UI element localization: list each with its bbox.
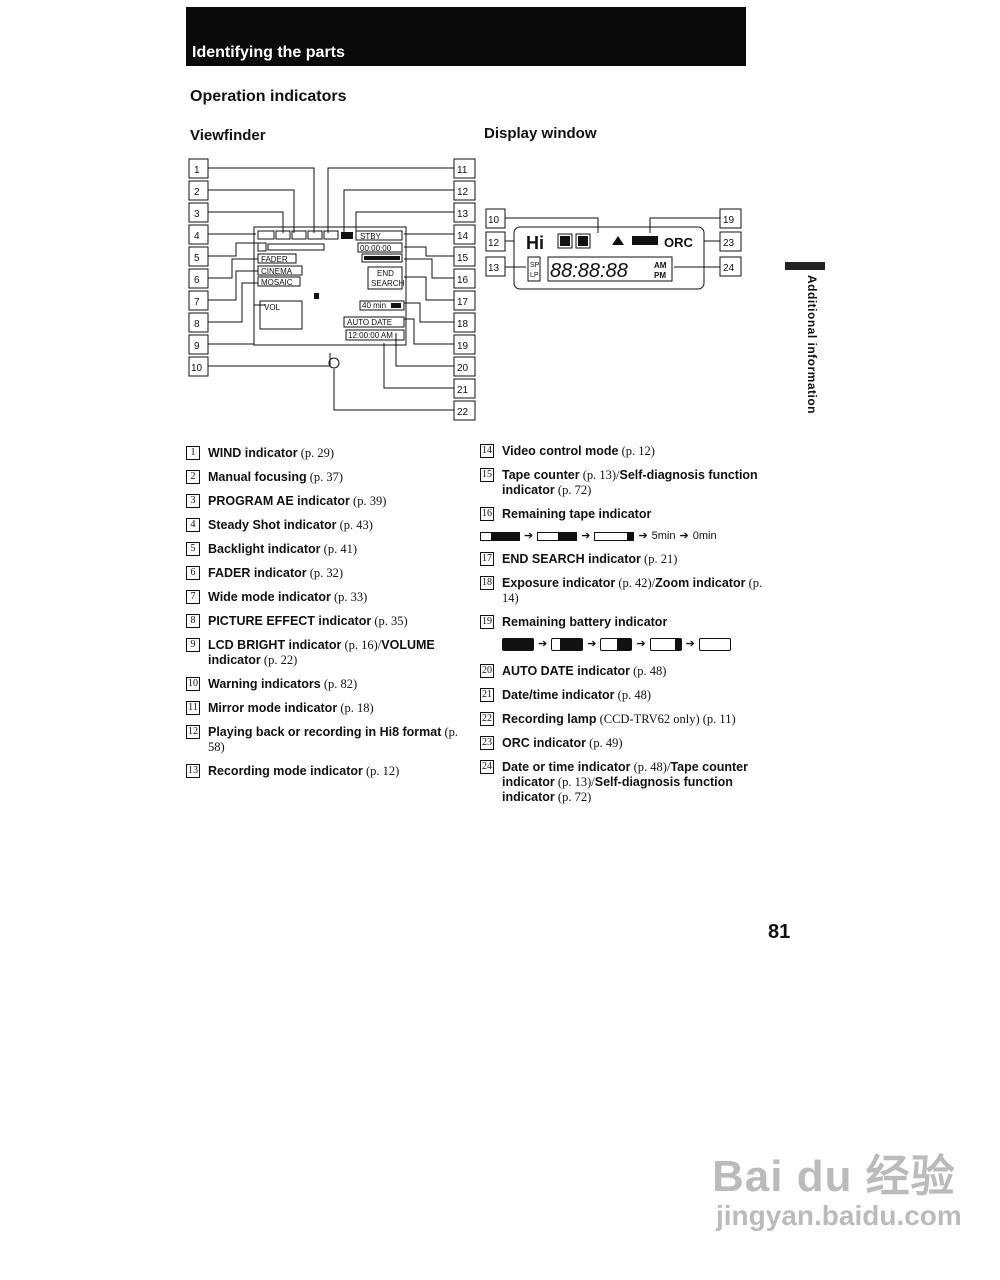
watermark-url: jingyan.baidu.com xyxy=(716,1200,962,1231)
header-bar: Identifying the parts xyxy=(186,7,746,66)
dw-sp: SP xyxy=(530,262,540,269)
vf-stby: STBY xyxy=(360,232,382,241)
vf-end: END xyxy=(377,269,394,278)
battery-icon xyxy=(698,638,731,651)
dw-pm: PM xyxy=(654,271,666,280)
vf-vol: VOL xyxy=(264,303,281,312)
svg-text:13: 13 xyxy=(457,209,469,220)
svg-text:22: 22 xyxy=(457,407,469,418)
side-tab-label: Additional information xyxy=(805,275,819,414)
tape-sequence: ➔ ➔ ➔ 5min➔ 0min xyxy=(480,529,770,544)
battery-sequence: ➔ ➔ ➔ ➔ xyxy=(502,637,770,652)
dw-hi8: Hi xyxy=(526,233,544,253)
svg-text:24: 24 xyxy=(723,263,735,274)
svg-text:18: 18 xyxy=(457,319,469,330)
svg-text:19: 19 xyxy=(457,341,469,352)
tape-icon xyxy=(537,532,578,541)
svg-text:9: 9 xyxy=(194,341,200,352)
svg-text:11: 11 xyxy=(457,165,468,176)
tape-icon xyxy=(594,532,635,541)
svg-text:23: 23 xyxy=(723,238,735,249)
svg-text:4: 4 xyxy=(194,231,200,242)
display-window-diagram: 10 12 13 19 23 24 Hi ORC 88:88:88 SP LP AM P… xyxy=(485,208,742,290)
vf-counter: 00:00:00 xyxy=(360,244,392,253)
side-tab-bar xyxy=(785,262,825,270)
vf-remain: 40 min xyxy=(362,301,386,310)
svg-text:10: 10 xyxy=(488,215,500,226)
header-title: Identifying the parts xyxy=(192,44,345,61)
svg-text:2: 2 xyxy=(194,187,200,198)
dw-am: AM xyxy=(654,261,667,270)
svg-text:13: 13 xyxy=(488,263,500,274)
svg-text:15: 15 xyxy=(457,253,469,264)
tape-5min: 5min xyxy=(651,530,676,542)
battery-icon xyxy=(502,638,534,651)
dw-digits: 88:88:88 xyxy=(550,260,628,282)
vf-time: 12:00:00 AM xyxy=(348,331,393,340)
battery-icon xyxy=(600,638,633,651)
vf-mosaic: MOSAIC xyxy=(261,278,293,287)
watermark-logo: Bai du 经验 xyxy=(712,1152,956,1201)
svg-text:19: 19 xyxy=(723,215,735,226)
svg-text:3: 3 xyxy=(194,209,200,220)
tape-icon xyxy=(480,532,520,541)
tape-0min: 0min xyxy=(692,530,717,542)
page-number: 81 xyxy=(768,921,791,943)
vf-auto-date: AUTO DATE xyxy=(347,318,392,327)
vf-cinema: CINEMA xyxy=(261,267,293,276)
svg-text:21: 21 xyxy=(457,385,469,396)
svg-text:14: 14 xyxy=(457,231,469,242)
section-title: Operation indicators xyxy=(190,88,347,105)
svg-text:12: 12 xyxy=(457,187,469,198)
svg-text:6: 6 xyxy=(194,275,200,286)
battery-icon xyxy=(649,638,682,651)
dw-lp: LP xyxy=(530,272,539,279)
svg-text:12: 12 xyxy=(488,238,500,249)
display-title: Display window xyxy=(484,125,597,142)
svg-text:17: 17 xyxy=(457,297,469,308)
svg-text:8: 8 xyxy=(194,319,200,330)
svg-text:20: 20 xyxy=(457,363,469,374)
battery-icon xyxy=(551,638,584,651)
svg-text:5: 5 xyxy=(194,253,200,264)
svg-text:16: 16 xyxy=(457,275,469,286)
vf-search: SEARCH xyxy=(371,279,405,288)
svg-text:7: 7 xyxy=(194,297,200,308)
vf-fader: FADER xyxy=(261,255,288,264)
svg-text:10: 10 xyxy=(191,363,203,374)
dw-orc: ORC xyxy=(664,235,694,250)
svg-text:1: 1 xyxy=(194,165,200,176)
viewfinder-title: Viewfinder xyxy=(190,127,266,144)
